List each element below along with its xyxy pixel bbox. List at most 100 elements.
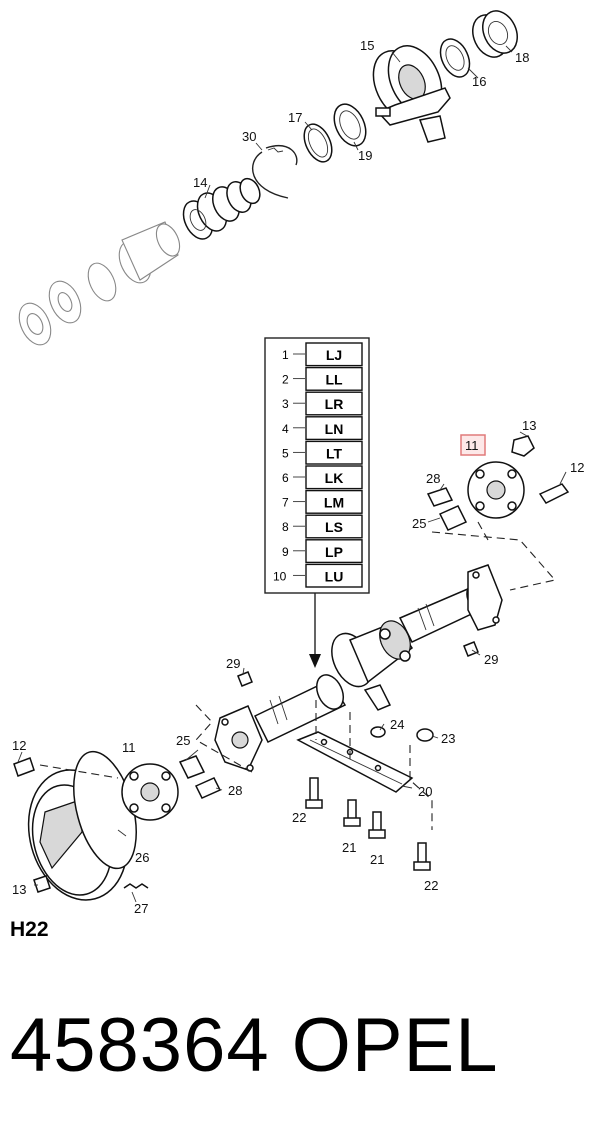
variant-row-index: 10 [273, 569, 287, 583]
callout-13a: 13 [522, 418, 536, 433]
front-flex-coupling [13, 704, 253, 893]
variant-code[interactable]: LP [325, 544, 343, 560]
callout-17: 17 [288, 110, 302, 125]
callout-30: 30 [242, 129, 256, 144]
nut-29a-icon [237, 671, 253, 687]
center-bearing-15-icon [372, 45, 451, 143]
variant-code-box [305, 489, 363, 514]
variant-code[interactable]: LM [324, 495, 344, 511]
callout-21a: 21 [342, 840, 356, 855]
gear-cluster-icon [18, 221, 181, 346]
variant-row-index: 6 [282, 471, 289, 485]
callout-26: 26 [135, 850, 149, 865]
part-number-title: 458364 OPEL [10, 1003, 499, 1088]
variant-row-index: 1 [282, 348, 289, 362]
variant-row: 2 LL [282, 366, 363, 391]
callout-20: 20 [418, 784, 432, 799]
variant-code-box [305, 440, 363, 465]
variant-row: 8 LS [282, 514, 363, 539]
washer-24-icon [370, 726, 386, 738]
callout-14: 14 [193, 175, 207, 190]
callout-22b: 22 [424, 878, 438, 893]
variant-code-box [305, 514, 363, 539]
callout-16: 16 [472, 74, 486, 89]
exploded-parts-diagram: 1 LJ 2 LL 3 LR 4 LN 5 LT 6 LK 7 LM 8 LS 9 LP 10 LU [12, 10, 584, 916]
variant-code[interactable]: LR [325, 396, 344, 412]
variant-code[interactable]: LN [325, 421, 344, 437]
propshaft-assembly [214, 564, 503, 772]
callout-29b: 29 [484, 652, 498, 667]
crossmember-20 [296, 700, 433, 830]
callout-12b: 12 [12, 738, 26, 753]
variant-row-index: 7 [282, 496, 289, 510]
variant-code-box [305, 416, 363, 441]
callout-22a: 22 [292, 810, 306, 825]
nut-13-icon [511, 435, 535, 457]
variant-row: 10 LU [273, 563, 363, 588]
boot-14-icon [182, 177, 261, 240]
variant-code[interactable]: LS [325, 519, 343, 535]
variant-row-index: 9 [282, 545, 289, 559]
retainer-19-icon [333, 103, 367, 147]
seal-16-icon [439, 38, 471, 78]
highlighted-callout-frame [460, 434, 486, 456]
front-drum-26 [27, 750, 137, 901]
variant-code-box [305, 539, 363, 564]
callout-12a: 12 [570, 460, 584, 475]
variant-row-index: 5 [282, 446, 289, 460]
variant-code-box [305, 342, 363, 367]
callout-25b: 25 [176, 733, 190, 748]
diagram-code: H22 [10, 918, 49, 941]
variant-code[interactable]: LK [325, 470, 344, 486]
bolt-12b-icon [13, 757, 35, 777]
leader-lines [17, 45, 567, 903]
bolt-12-icon [538, 483, 570, 504]
bush-25a-icon [438, 505, 468, 531]
clamp-30-icon [252, 145, 298, 199]
nut-29b-icon [463, 641, 479, 657]
variant-row: 9 LP [282, 539, 363, 564]
callout-13b: 13 [12, 882, 26, 897]
variant-code-box [305, 563, 363, 588]
ring-17-icon [303, 123, 333, 163]
callout-24: 24 [390, 717, 404, 732]
bush-25b-icon [178, 755, 206, 779]
callout-19: 19 [358, 148, 372, 163]
variant-code[interactable]: LT [326, 445, 343, 461]
variant-row: 3 LR [282, 391, 363, 416]
variant-row-index: 8 [282, 520, 289, 534]
nut-13b-icon [33, 875, 51, 893]
callout-25a: 25 [412, 516, 426, 531]
upper-assembly [18, 10, 518, 346]
callout-27: 27 [134, 901, 148, 916]
variant-code[interactable]: LL [325, 372, 343, 388]
variant-code-box [305, 366, 363, 391]
variant-code-box [305, 391, 363, 416]
nut-23-icon [416, 728, 434, 742]
variant-row-index: 4 [282, 422, 289, 436]
variant-code[interactable]: LU [325, 568, 344, 584]
bolts-21-22 [305, 777, 431, 871]
bolt-28b-icon [194, 777, 222, 799]
variant-code-box [305, 465, 363, 490]
variant-table-frame [264, 337, 370, 594]
callout-11b: 11 [122, 740, 136, 755]
callout-28b: 28 [228, 783, 242, 798]
variant-row-index: 3 [282, 397, 289, 411]
callout-23: 23 [441, 731, 455, 746]
arrow-down-icon [309, 654, 321, 668]
spring-27-icon [123, 883, 149, 889]
callout-18: 18 [515, 50, 529, 65]
callout-29a: 29 [226, 656, 240, 671]
variant-row: 7 LM [282, 489, 363, 514]
variant-row: 6 LK [282, 465, 363, 490]
rear-flex-coupling [426, 435, 570, 591]
callout-15: 15 [360, 38, 374, 53]
variant-code[interactable]: LJ [326, 347, 342, 363]
variant-row: 4 LN [282, 416, 363, 441]
bolt-28a-icon [426, 487, 454, 507]
callout-11-highlight[interactable]: 11 [465, 438, 479, 453]
variant-row: 5 LT [282, 440, 363, 465]
variant-row-index: 2 [282, 373, 289, 387]
variant-row: 1 LJ [282, 342, 363, 367]
